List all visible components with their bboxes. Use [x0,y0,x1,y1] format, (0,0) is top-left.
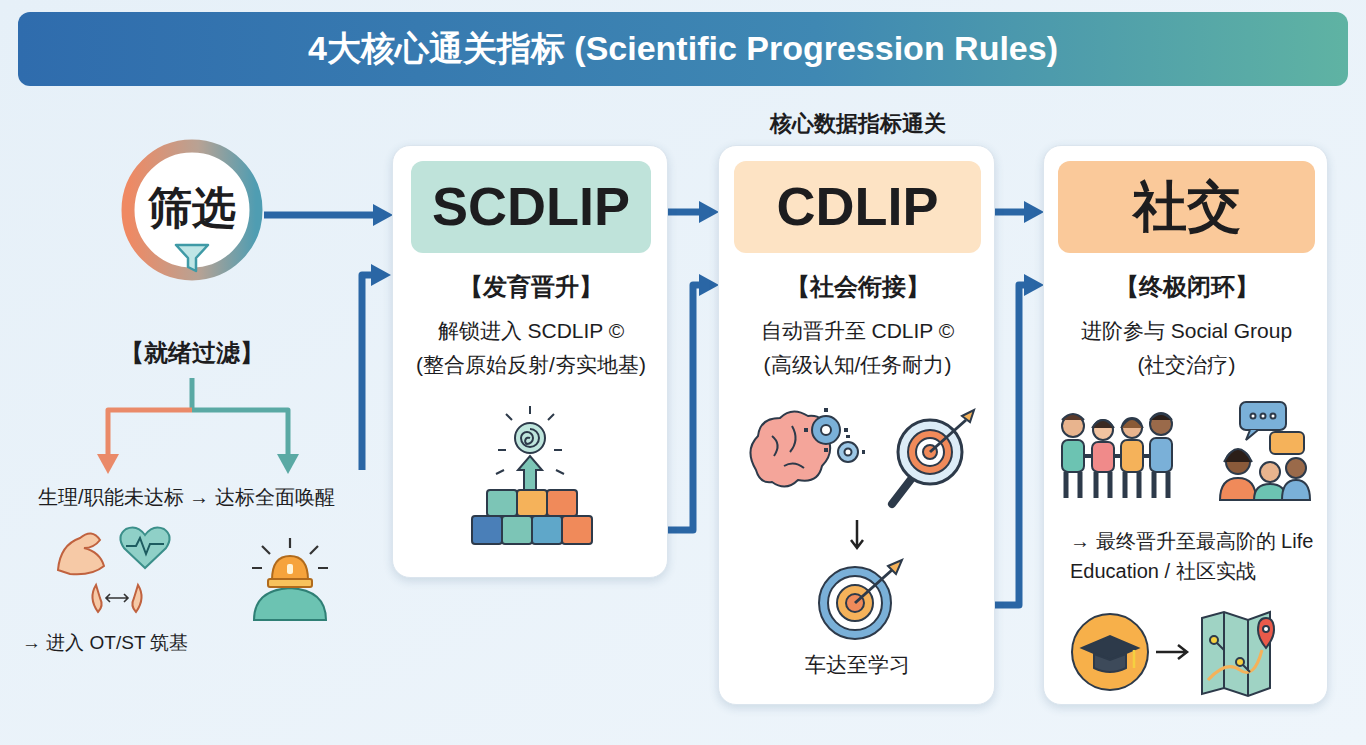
stage-card: 【发育晋升】解锁进入 SCDLIP © (整合原始反射/夯实地基) SCDLIP [392,145,668,578]
flow-arrow [668,209,699,216]
graduation-cap-icon [1072,614,1148,690]
right-arrow [1156,645,1187,659]
flow-arrow [995,209,1024,216]
heading-text: 【社会衔接】 [719,272,996,302]
text-slot: 【就绪过滤】 [70,338,314,368]
ear-pair-icon [92,585,141,612]
title-band [18,12,1348,86]
pill-title: CDLIP [777,173,939,241]
flow-arrow [264,212,373,219]
muscle-arm-icon [58,533,104,574]
body-text: 自动晋升至 CDLIP © (高级认知/任务耐力) [727,314,988,381]
magnifier-target-icon [892,410,974,504]
stage-pill: CDLIP [734,161,981,253]
flow-arrow [995,285,1024,605]
text-slot: 【发育晋升】 [393,272,669,302]
ready-route-arrowhead [371,264,391,286]
brain-gears-icon [750,408,865,487]
stage-card: 核心数据指标通关【社会衔接】自动晋升至 CDLIP © (高级认知/任务耐力)车… [718,145,995,705]
funnel-icon [176,245,208,271]
body-text: → 最终晋升至最高阶的 Life Education / 社区实战 [1070,526,1315,586]
heart-icon [120,527,169,568]
note-label: → 进入 OT/ST 筑基 [22,630,322,656]
slot: → 进入 OT/ST 筑基 [22,630,322,656]
ready-route-line [362,275,372,470]
text-slot: SCDLIP [411,161,651,253]
kids-group-icon [1062,413,1172,498]
heading-text: 核心数据指标通关 [699,110,1016,138]
diagram-title: 4大核心通关指标 (Scientific Progression Rules) [308,26,1058,72]
map-icon [1202,612,1274,696]
heading-text: 【终极闭环】 [1044,272,1329,302]
text-slot: → 最终晋升至最高阶的 Life Education / 社区实战 [1070,526,1315,586]
building-blocks-icon [472,406,592,544]
text-slot: 进阶参与 Social Group (社交治疗) [1052,314,1321,381]
text-slot: 社交 [1058,161,1315,253]
branch-arrowhead [97,454,119,474]
stage-pill: SCDLIP [411,161,651,253]
text-slot: 【社会衔接】 [719,272,996,302]
title-band-holder: 4大核心通关指标 (Scientific Progression Rules) [18,12,1348,86]
pill-title: 社交 [1133,173,1241,241]
note-label: 生理/职能未达标 → 达标全面唤醒 [38,484,368,511]
heading-text: 筛选 [120,180,264,235]
stage-pill: 社交 [1058,161,1315,253]
target-arrow-icon [819,560,902,639]
branch-lines [108,378,288,456]
heading-text: 【就绪过滤】 [70,338,314,368]
body-text: 解锁进入 SCDLIP © (整合原始反射/夯实地基) [401,314,661,381]
text-slot: 解锁进入 SCDLIP © (整合原始反射/夯实地基) [401,314,661,381]
text-slot: 车达至学习 [719,652,996,678]
stage-card: 【终极闭环】进阶参与 Social Group (社交治疗) → 最终晋升至最高阶… [1043,145,1328,705]
branch-arrowhead [277,454,299,474]
text-slot: CDLIP [734,161,981,253]
heading-text: 【发育晋升】 [393,272,669,302]
siren-person-icon [252,538,328,620]
body-text: 进阶参与 Social Group (社交治疗) [1052,314,1321,381]
pill-title: SCDLIP [432,173,630,241]
text-slot: 【终极闭环】 [1044,272,1329,302]
down-arrow [851,520,863,548]
flow-arrow [668,285,699,530]
body-text: 车达至学习 [719,652,996,678]
text-slot: 筛选 [120,180,264,235]
ear-pair-arrow [106,594,128,602]
slot: 生理/职能未达标 → 达标全面唤醒 [38,484,368,511]
text-slot: 自动晋升至 CDLIP © (高级认知/任务耐力) [727,314,988,381]
chat-group-icon [1220,402,1310,500]
filter-circle: 筛选【就绪过滤】 [120,138,264,282]
text-slot: 核心数据指标通关 [699,110,1016,138]
